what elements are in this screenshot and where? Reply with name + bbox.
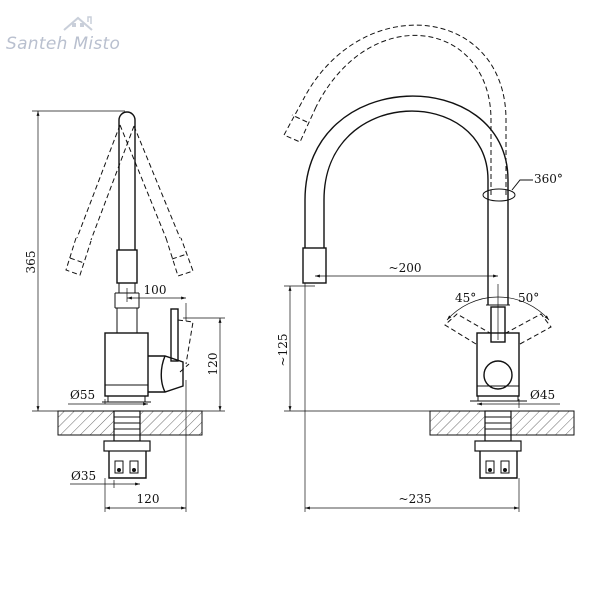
handle-swing: 45° 50° bbox=[444, 284, 552, 345]
gooseneck-spout bbox=[302, 95, 509, 305]
dim-d45: Ø45 bbox=[477, 388, 560, 408]
dim-100-label: 100 bbox=[144, 283, 167, 297]
angle-left-label: 45° bbox=[455, 291, 476, 305]
dim-125-label: ~125 bbox=[276, 334, 290, 367]
side-view: 365 100 120 Ø55 Ø35 120 bbox=[24, 110, 225, 512]
dim-200-label: ~200 bbox=[389, 261, 422, 275]
swing-spout-left bbox=[65, 124, 135, 276]
front-view: 360° 45° 50° bbox=[276, 24, 575, 512]
rotation-ellipse bbox=[482, 188, 516, 202]
swing-spout-right bbox=[119, 124, 194, 277]
front-shank bbox=[474, 410, 522, 479]
side-lever bbox=[148, 308, 194, 393]
dim-235: ~235 bbox=[304, 283, 520, 512]
dim-120-width-label: 120 bbox=[137, 492, 160, 506]
dim-d55-label: Ø55 bbox=[70, 388, 95, 402]
dim-120-height-label: 120 bbox=[206, 353, 220, 376]
dim-365-label: 365 bbox=[24, 251, 38, 274]
rotation-label: 360° bbox=[534, 172, 563, 186]
dim-235-label: ~235 bbox=[399, 492, 432, 506]
dim-d55: Ø55 bbox=[68, 388, 148, 406]
rotated-spout bbox=[283, 24, 507, 195]
logo-text: Santeh Misto bbox=[6, 34, 121, 54]
dim-200: ~200 bbox=[315, 261, 498, 278]
brand-logo: Santeh Misto bbox=[2, 8, 132, 58]
dim-125: ~125 bbox=[276, 285, 430, 412]
dim-100: 100 bbox=[126, 283, 187, 321]
rotation-leader bbox=[511, 179, 533, 191]
house-icon bbox=[63, 16, 93, 31]
dim-120-width: 120 bbox=[104, 380, 187, 512]
dim-120-height: 120 bbox=[183, 317, 225, 412]
side-shank bbox=[103, 410, 151, 479]
front-body bbox=[470, 304, 527, 402]
dim-d45-label: Ø45 bbox=[530, 388, 555, 402]
upright-spout bbox=[116, 111, 138, 294]
dim-365: 365 bbox=[24, 110, 125, 412]
dim-d35-label: Ø35 bbox=[71, 469, 96, 483]
side-body bbox=[102, 292, 151, 403]
angle-right-label: 50° bbox=[518, 291, 539, 305]
